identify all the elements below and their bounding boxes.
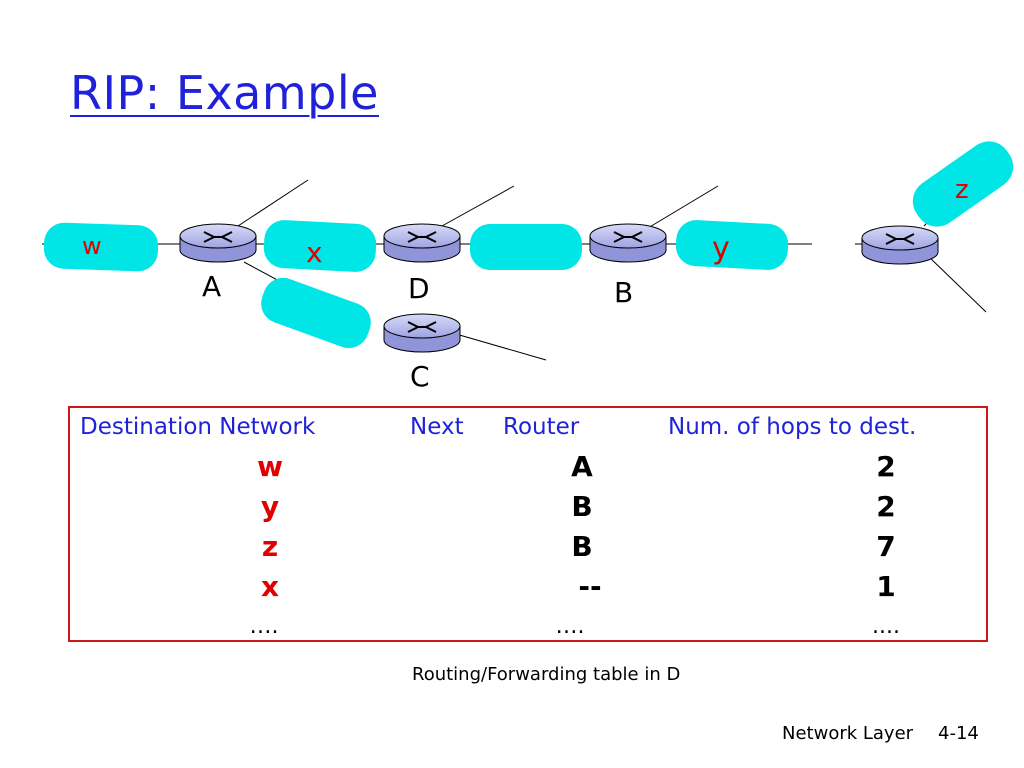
table-row-hops: 2 [876, 490, 896, 523]
table-row-next-router: …. [555, 614, 585, 639]
router-arrows-icon [613, 231, 643, 243]
header-destination-network: Destination Network [80, 414, 316, 440]
header-num-hops: Num. of hops to dest. [668, 414, 917, 440]
footer-section: Network Layer [782, 723, 914, 744]
network-d-b-blob [470, 224, 582, 270]
router-d-label: D [408, 272, 430, 305]
table-row-next-router: B [571, 530, 593, 563]
router-c-stub [455, 333, 547, 361]
router-z [861, 225, 939, 265]
table-row-hops: .... [872, 614, 900, 639]
table-row-dest: z [261, 530, 279, 563]
router-arrows-icon [203, 231, 233, 243]
router-arrows-icon [885, 233, 915, 245]
network-x-blob [263, 220, 377, 272]
router-a-label: A [202, 270, 221, 303]
network-z-label: z [955, 175, 969, 205]
network-a-c-blob [261, 277, 371, 349]
router-b-stub [647, 185, 719, 229]
router-d-stub [441, 185, 515, 227]
router-c [383, 313, 461, 353]
router-z-stub [927, 255, 987, 313]
table-row-dest: w [257, 450, 283, 483]
table-row-next-router: B [571, 490, 593, 523]
table-row-hops: 1 [876, 570, 896, 603]
table-caption: Routing/Forwarding table in D [412, 664, 681, 685]
table-row-next-router: A [571, 450, 593, 483]
network-y-blob [675, 220, 789, 270]
network-z-blob [912, 141, 1014, 227]
router-b-label: B [614, 276, 633, 309]
router-arrows-icon [407, 231, 437, 243]
networks [43, 141, 1014, 349]
router-d [383, 223, 461, 263]
network-w-blob [43, 222, 159, 272]
page-title: RIP: Example [70, 66, 379, 120]
table-row-dest: x [260, 570, 280, 603]
router-a-stub [237, 179, 309, 227]
router-a [179, 223, 257, 263]
router-arrows-icon [407, 321, 437, 333]
network-diagram: w x y z A D B C [42, 141, 1014, 393]
router-b [589, 223, 667, 263]
table-row-hops: 7 [876, 530, 896, 563]
router-c-label: C [410, 360, 430, 393]
network-y-label: y [712, 231, 730, 266]
network-w-label: w [82, 232, 102, 260]
header-next: Next [410, 414, 464, 440]
table-row-dest: …. [249, 614, 279, 639]
table-row-dest: y [260, 490, 280, 523]
routing-table [68, 406, 988, 642]
footer-page-number: 4-14 [938, 723, 979, 744]
network-x-label: x [306, 236, 323, 269]
header-router: Router [503, 414, 580, 440]
table-row-next-router: -- [578, 570, 602, 603]
table-row-hops: 2 [876, 450, 896, 483]
